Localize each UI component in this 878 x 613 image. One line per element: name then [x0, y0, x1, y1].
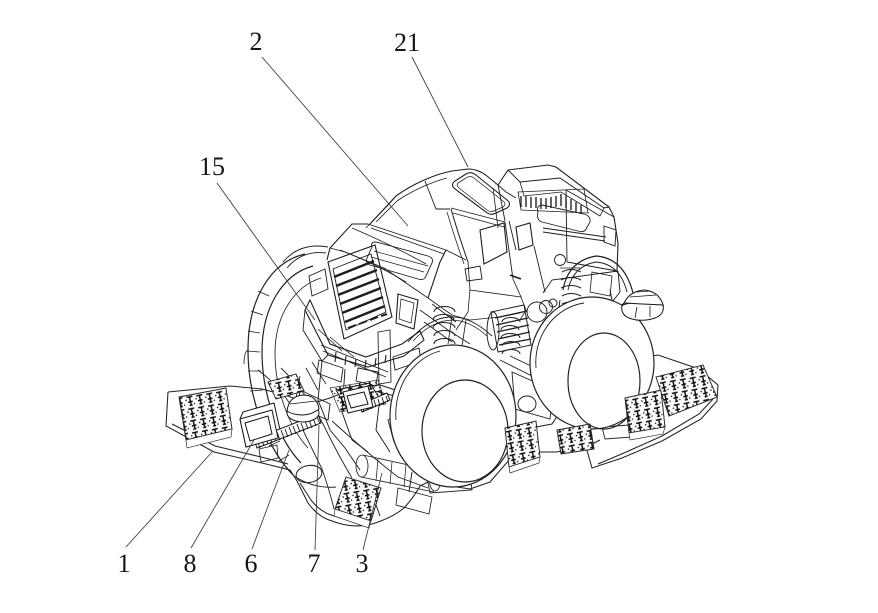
svg-text:6: 6	[245, 549, 258, 578]
svg-text:1: 1	[118, 549, 131, 578]
svg-text:3: 3	[356, 549, 369, 578]
svg-text:2: 2	[250, 27, 263, 56]
svg-text:21: 21	[394, 28, 420, 57]
svg-text:8: 8	[184, 549, 197, 578]
svg-text:15: 15	[199, 152, 225, 181]
svg-text:7: 7	[308, 549, 321, 578]
